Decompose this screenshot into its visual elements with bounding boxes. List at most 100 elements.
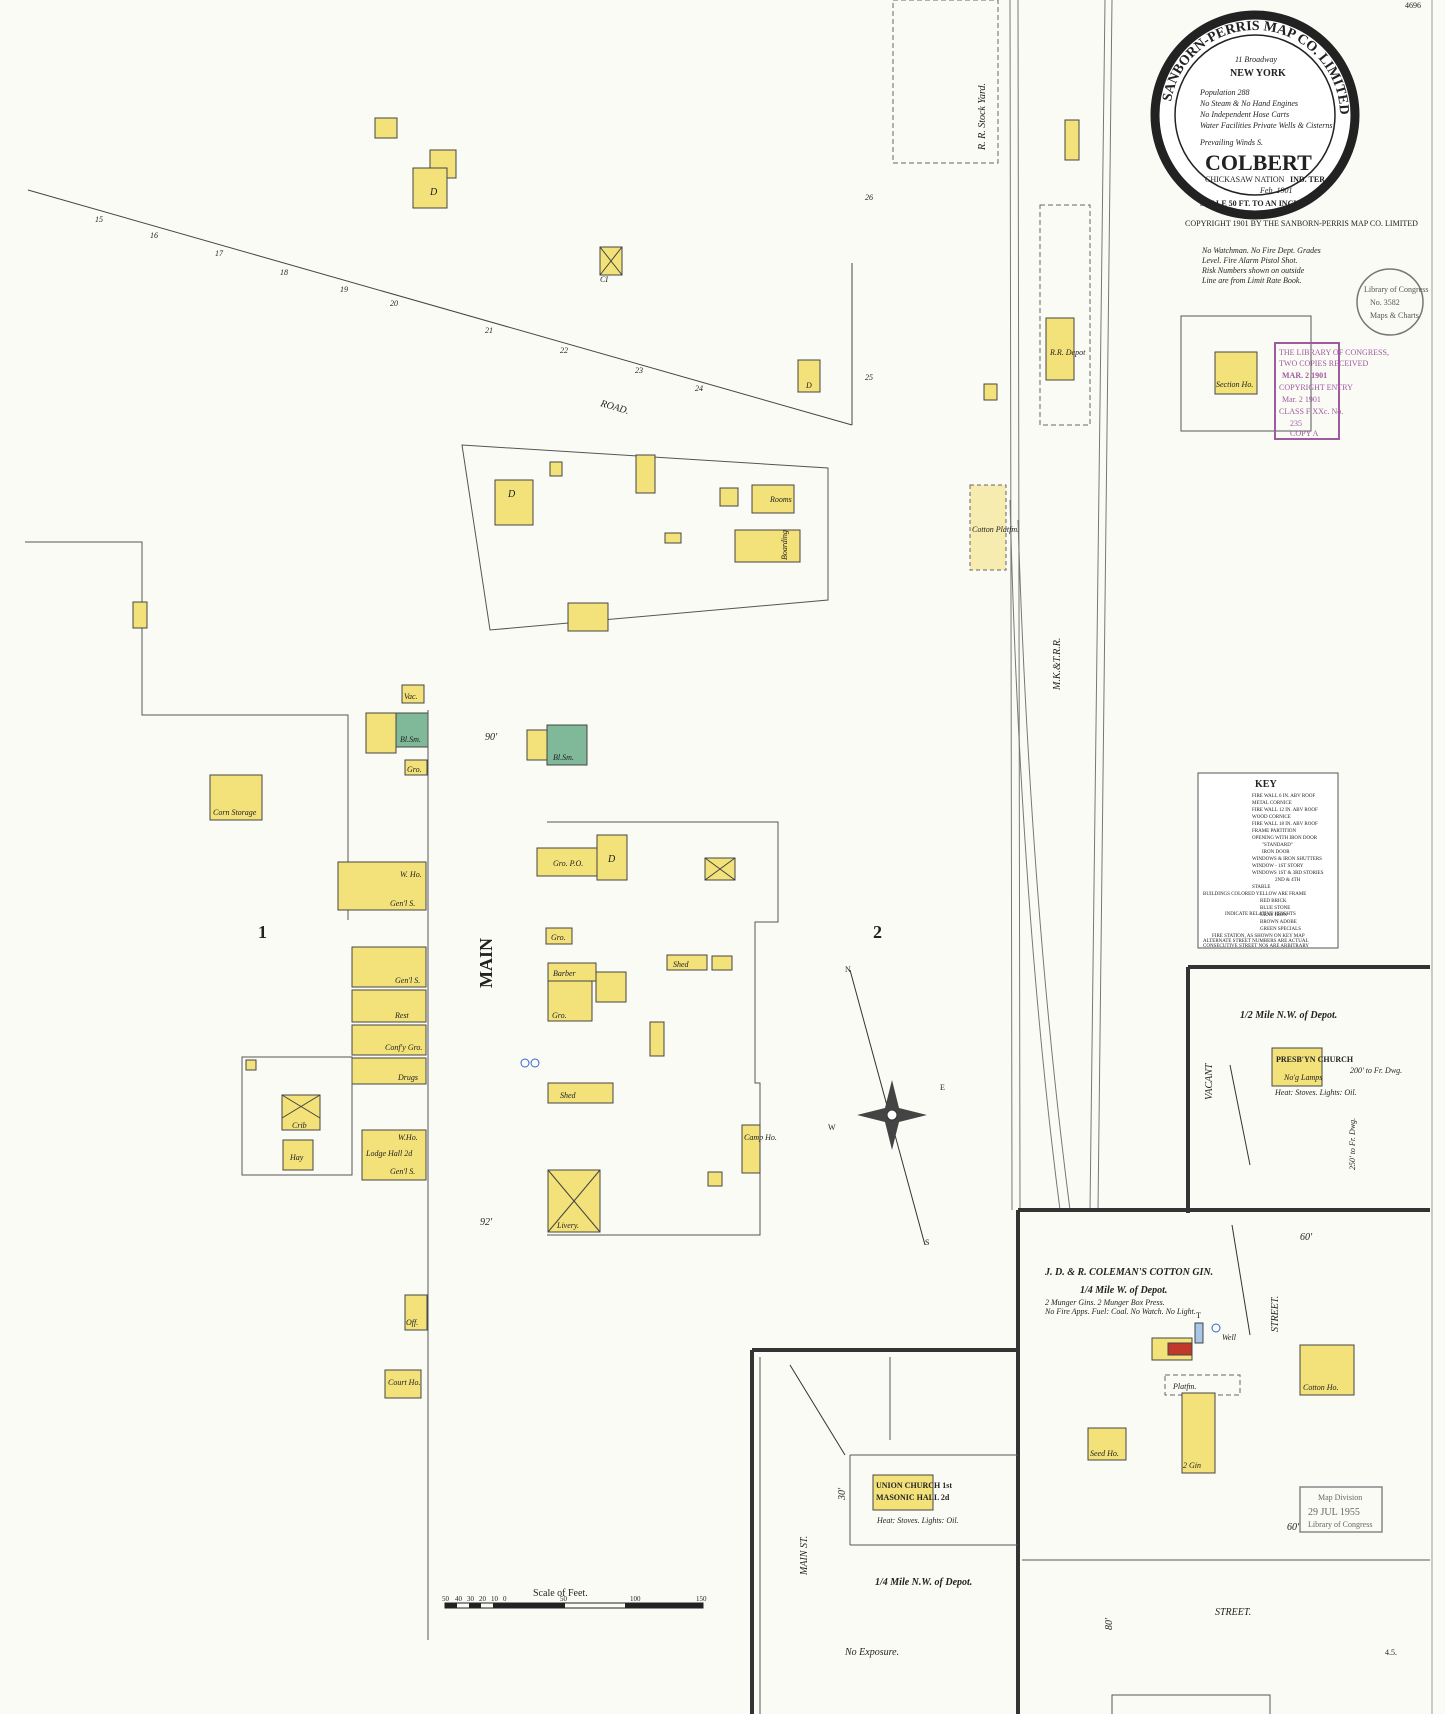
section-house bbox=[1214, 351, 1258, 395]
dwelling bbox=[494, 479, 534, 526]
svg-text:UNION CHURCH 1st: UNION CHURCH 1st bbox=[876, 1481, 952, 1490]
svg-text:GRAY IRON: GRAY IRON bbox=[1260, 913, 1287, 918]
svg-text:Library of Congress: Library of Congress bbox=[1364, 285, 1428, 294]
shed-label: Shed bbox=[673, 960, 690, 969]
svg-text:2 Gin: 2 Gin bbox=[1183, 1461, 1201, 1470]
crib bbox=[281, 1094, 321, 1131]
confy-label: Conf'y Gro. bbox=[385, 1043, 422, 1052]
general-store bbox=[351, 946, 427, 988]
svg-text:STREET.: STREET. bbox=[1215, 1607, 1251, 1618]
svg-text:No'g Lamps: No'g Lamps bbox=[1283, 1073, 1322, 1082]
small-building bbox=[983, 383, 998, 401]
shed bbox=[547, 1082, 614, 1104]
svg-text:BUILDINGS COLORED YELLOW ARE F: BUILDINGS COLORED YELLOW ARE FRAME bbox=[1203, 892, 1306, 897]
rooms-label: Rooms bbox=[769, 495, 792, 504]
svg-text:KEY: KEY bbox=[1255, 779, 1277, 790]
dwelling bbox=[374, 117, 398, 139]
road-label: ROAD. bbox=[598, 398, 630, 417]
small-building bbox=[649, 1021, 665, 1057]
svg-text:23: 23 bbox=[635, 366, 643, 375]
sheet-number: 4696 bbox=[1405, 1, 1421, 10]
store bbox=[365, 712, 397, 754]
dwelling bbox=[596, 834, 628, 881]
svg-text:IND. TER.: IND. TER. bbox=[1290, 175, 1327, 184]
svg-text:WINDOW - 1ST STORY: WINDOW - 1ST STORY bbox=[1252, 864, 1304, 869]
svg-text:FRAME PARTITION: FRAME PARTITION bbox=[1252, 829, 1296, 834]
svg-text:250' to Fr. Dwg.: 250' to Fr. Dwg. bbox=[1348, 1118, 1357, 1170]
inset-union-church: UNION CHURCH 1st MASONIC HALL 2d Heat: S… bbox=[750, 1348, 1018, 1714]
dwelling bbox=[412, 167, 448, 209]
svg-text:1/2 Mile N.W. of Depot.: 1/2 Mile N.W. of Depot. bbox=[1240, 1010, 1337, 1021]
svg-text:60': 60' bbox=[1300, 1232, 1313, 1243]
svg-text:235: 235 bbox=[1290, 419, 1302, 428]
main-street-label: MAIN bbox=[476, 938, 496, 988]
small-building bbox=[132, 601, 148, 629]
svg-text:29 JUL 1955: 29 JUL 1955 bbox=[1308, 1507, 1360, 1518]
boiler-room bbox=[1167, 1342, 1193, 1356]
svg-text:Mar. 2 1901: Mar. 2 1901 bbox=[1282, 395, 1321, 404]
restaurant bbox=[351, 989, 427, 1023]
railroad-tracks: M.K.&T.R.R. bbox=[1009, 0, 1113, 1211]
compass-rose: N S E W bbox=[828, 965, 945, 1247]
gro-label: Gro. bbox=[407, 765, 422, 774]
svg-text:150: 150 bbox=[696, 1595, 707, 1603]
svg-text:20: 20 bbox=[479, 1595, 487, 1603]
court-house bbox=[384, 1369, 422, 1399]
svg-text:CLASS F XXc. No.: CLASS F XXc. No. bbox=[1279, 407, 1343, 416]
map-key: KEY FIRE WALL 6 IN. ABV ROOF METAL CORNI… bbox=[1197, 772, 1339, 949]
svg-text:"STANDARD": "STANDARD" bbox=[1262, 843, 1293, 848]
svg-text:IRON DOOR: IRON DOOR bbox=[1262, 850, 1290, 855]
svg-text:30: 30 bbox=[467, 1595, 475, 1603]
svg-text:19: 19 bbox=[340, 285, 348, 294]
dwelling-label: D bbox=[805, 381, 812, 390]
svg-text:Water Facilities Private Wells: Water Facilities Private Wells & Cistern… bbox=[1200, 121, 1333, 130]
svg-text:FIRE WALL 6 IN. ABV ROOF: FIRE WALL 6 IN. ABV ROOF bbox=[1252, 794, 1315, 799]
corn-storage-label: Corn Storage bbox=[213, 808, 257, 817]
svg-text:No Independent Hose Carts: No Independent Hose Carts bbox=[1199, 110, 1289, 119]
gro-label: Gro. bbox=[552, 1011, 567, 1020]
drug-store bbox=[351, 1057, 427, 1085]
rr-depot-label: R.R. Depot bbox=[1049, 348, 1086, 357]
svg-text:BLUE STONE: BLUE STONE bbox=[1260, 906, 1290, 911]
dwelling-label: D bbox=[507, 489, 516, 500]
well-icon bbox=[1211, 1323, 1221, 1333]
confectionery bbox=[351, 1024, 427, 1056]
lodge-and-store bbox=[361, 1129, 427, 1181]
dwelling-label: D bbox=[607, 854, 616, 865]
svg-text:FIRE WALL 12 IN. ABV ROOF: FIRE WALL 12 IN. ABV ROOF bbox=[1252, 808, 1318, 813]
svg-text:FIRE STATION, AS SHOWN ON KEY: FIRE STATION, AS SHOWN ON KEY MAP bbox=[1212, 934, 1305, 939]
block-2-lots bbox=[547, 821, 779, 1236]
corner-mark: 4.5. bbox=[1385, 1648, 1397, 1657]
gens-label: Gen'l S. bbox=[390, 899, 415, 908]
boarding-label: Boarding bbox=[780, 530, 789, 560]
svg-text:Prevailing Winds S.: Prevailing Winds S. bbox=[1199, 138, 1263, 147]
gens3-label: Gen'l S. bbox=[390, 1167, 415, 1176]
svg-text:Maps & Charts: Maps & Charts bbox=[1370, 311, 1419, 320]
svg-text:T: T bbox=[1196, 1311, 1201, 1320]
svg-text:No Watchman. No Fire Dept. Gra: No Watchman. No Fire Dept. Grades bbox=[1201, 246, 1321, 255]
block-2-label: 2 bbox=[873, 922, 882, 942]
stock-yard-outline bbox=[892, 0, 999, 164]
bl-sm-label: Bl.Sm. bbox=[553, 753, 574, 762]
off-label: Off. bbox=[406, 1318, 418, 1327]
svg-text:1/4 Mile W. of Depot.: 1/4 Mile W. of Depot. bbox=[1080, 1285, 1167, 1296]
svg-text:Heat: Stoves. Lights: Oil.: Heat: Stoves. Lights: Oil. bbox=[1274, 1088, 1357, 1097]
shed bbox=[635, 454, 656, 494]
svg-text:80': 80' bbox=[1104, 1617, 1115, 1630]
svg-text:1/4 Mile N.W. of Depot.: 1/4 Mile N.W. of Depot. bbox=[875, 1577, 972, 1588]
svg-text:GREEN SPECIALS: GREEN SPECIALS bbox=[1260, 927, 1301, 932]
inset-cotton-gin: J. D. & R. COLEMAN'S COTTON GIN. 1/4 Mil… bbox=[1016, 1208, 1430, 1714]
svg-text:22: 22 bbox=[560, 346, 568, 355]
svg-text:THE LIBRARY OF CONGRESS,: THE LIBRARY OF CONGRESS, bbox=[1279, 348, 1389, 357]
livery-label: Livery. bbox=[556, 1221, 579, 1230]
svg-text:Platfm.: Platfm. bbox=[1172, 1382, 1196, 1391]
small-building bbox=[664, 532, 682, 544]
svg-text:Population 288: Population 288 bbox=[1199, 88, 1250, 97]
hay-barn bbox=[282, 1139, 314, 1171]
svg-text:Well: Well bbox=[1222, 1333, 1237, 1342]
title-cartouche: SANBORN-PERRIS MAP CO. LIMITED 11 Broadw… bbox=[1150, 10, 1418, 228]
town-name: COLBERT bbox=[1205, 150, 1312, 175]
svg-text:40: 40 bbox=[455, 1595, 463, 1603]
svg-text:17: 17 bbox=[215, 249, 224, 258]
grocery bbox=[545, 927, 573, 945]
